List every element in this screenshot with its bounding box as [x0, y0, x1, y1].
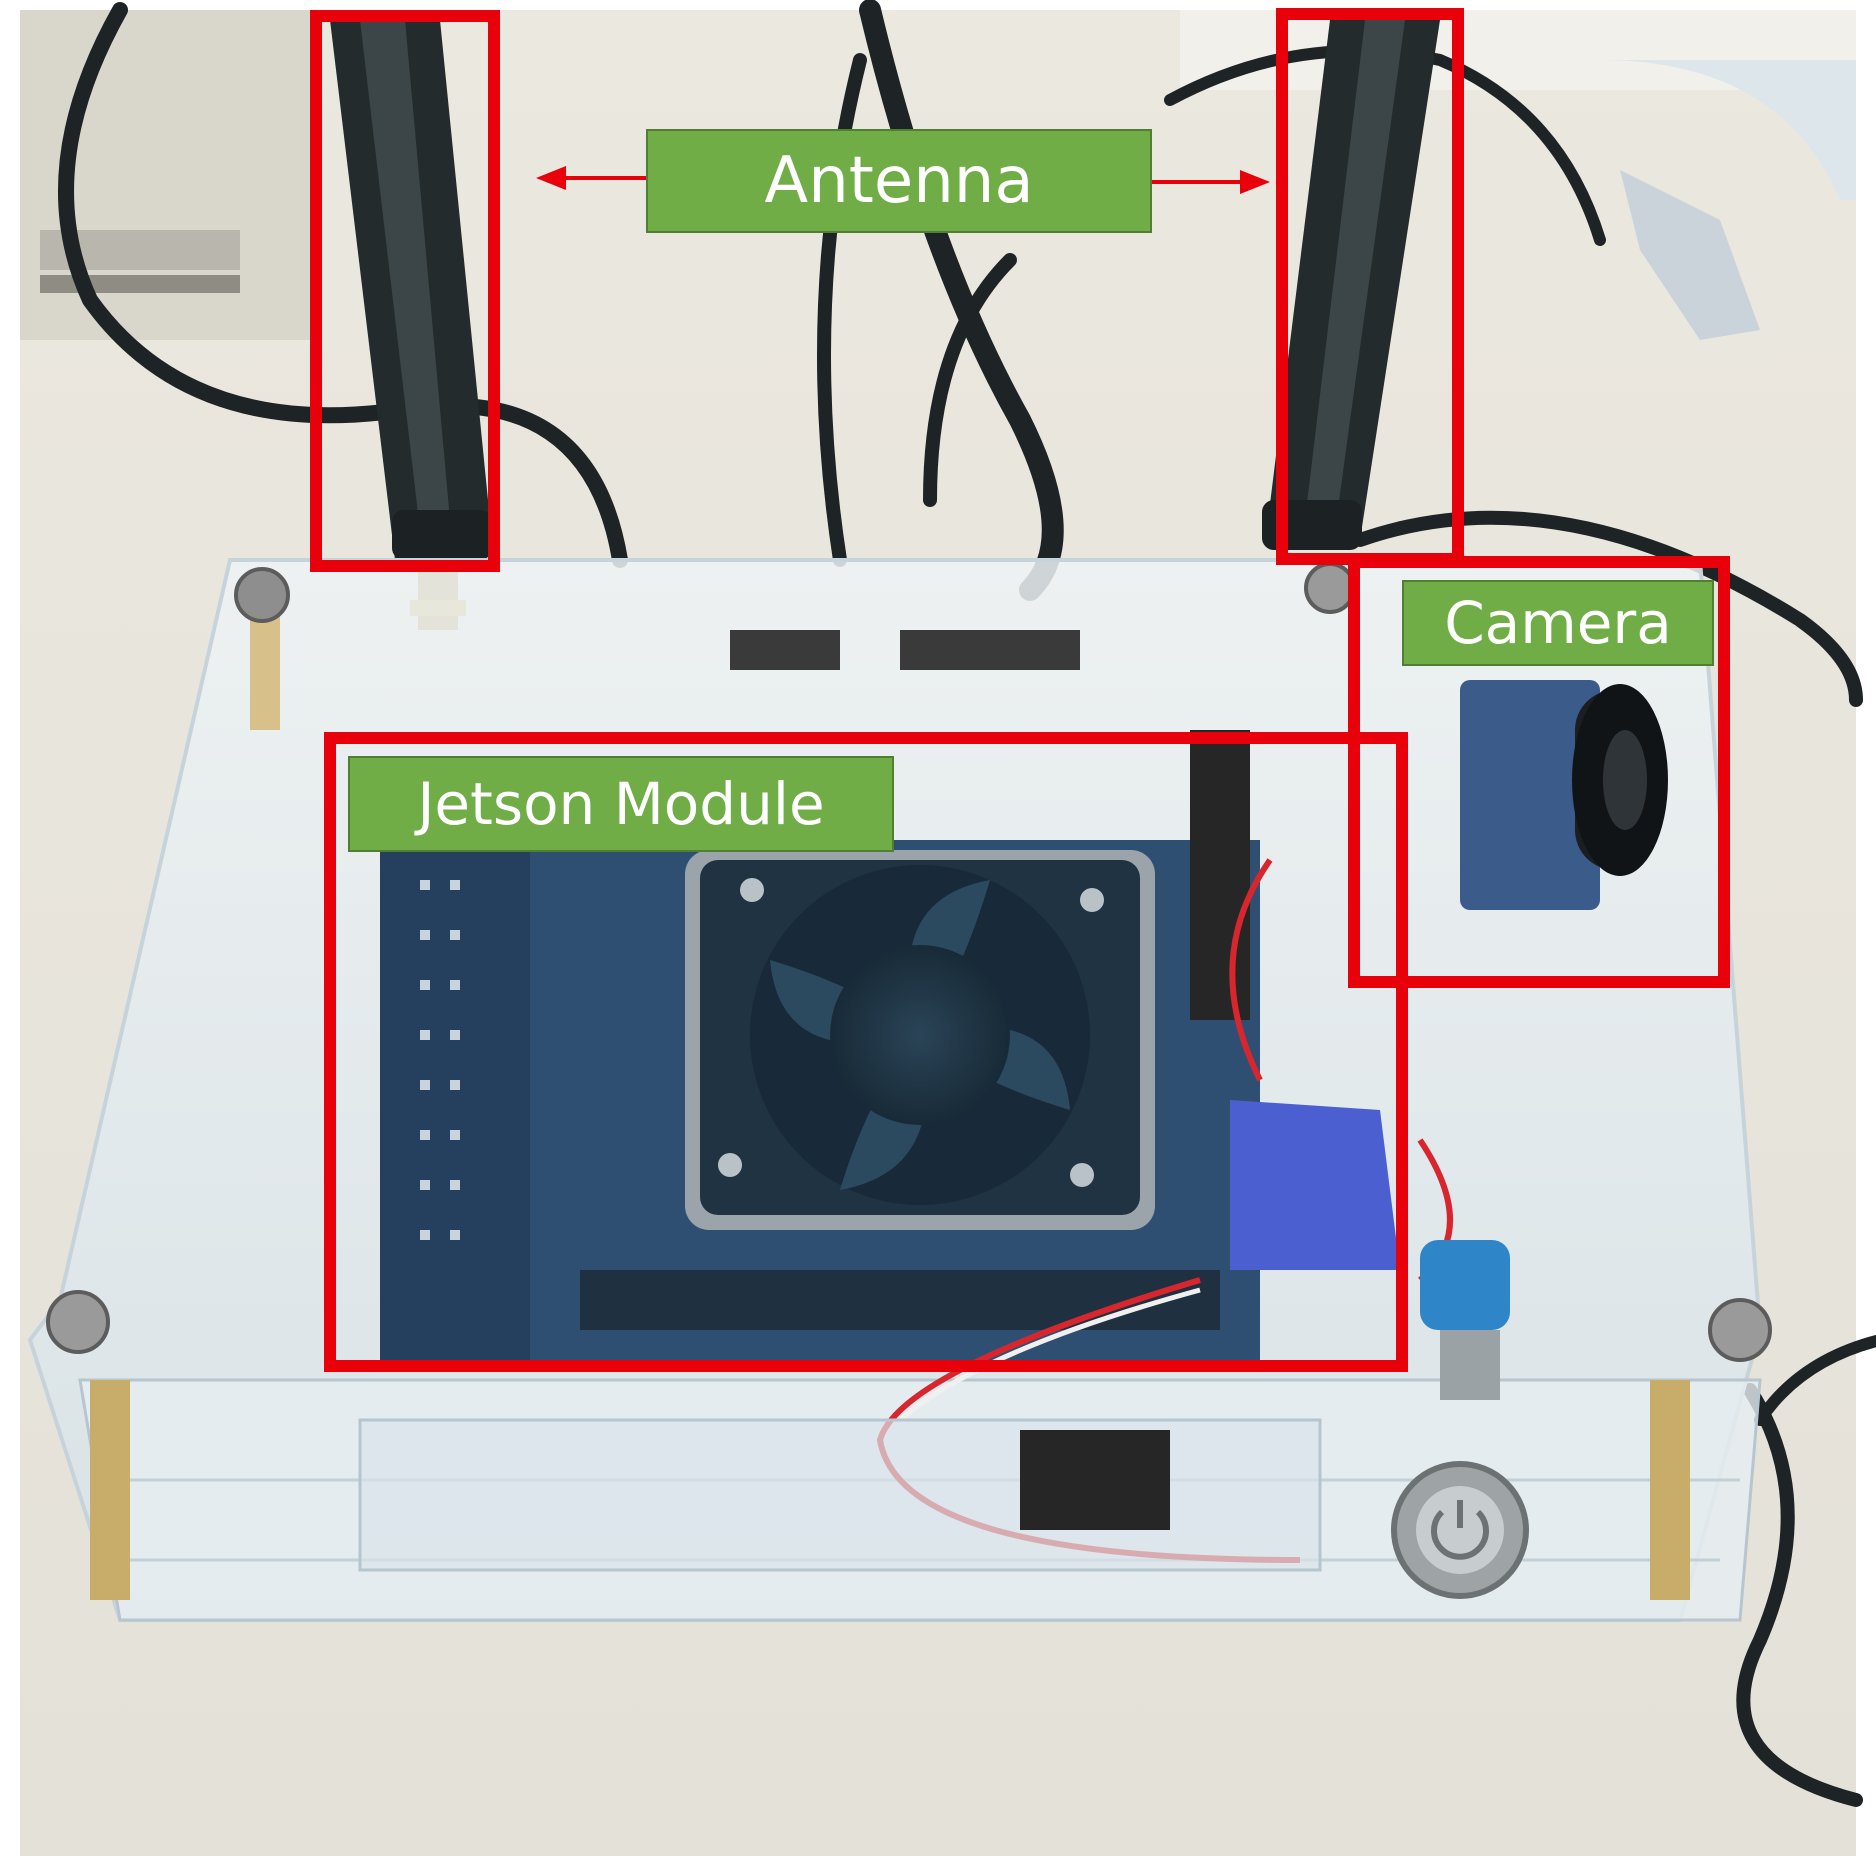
blue-tape — [1230, 1100, 1400, 1270]
lower-tray — [358, 1418, 1322, 1572]
highlight-boxes — [310, 8, 1730, 1372]
cooling-fan — [685, 850, 1155, 1230]
camera-label: Camera — [1402, 580, 1714, 666]
highlight-camera — [1348, 556, 1730, 988]
highlight-jetson — [324, 732, 1408, 1372]
highlight-antenna-left — [310, 10, 500, 572]
power-button — [1391, 1461, 1529, 1599]
blue-knob — [1420, 1240, 1510, 1400]
antenna-arrows — [536, 166, 1270, 194]
camera-device — [1460, 680, 1668, 910]
jetson-module-label: Jetson Module — [348, 756, 894, 852]
antenna-label: Antenna — [646, 129, 1152, 233]
